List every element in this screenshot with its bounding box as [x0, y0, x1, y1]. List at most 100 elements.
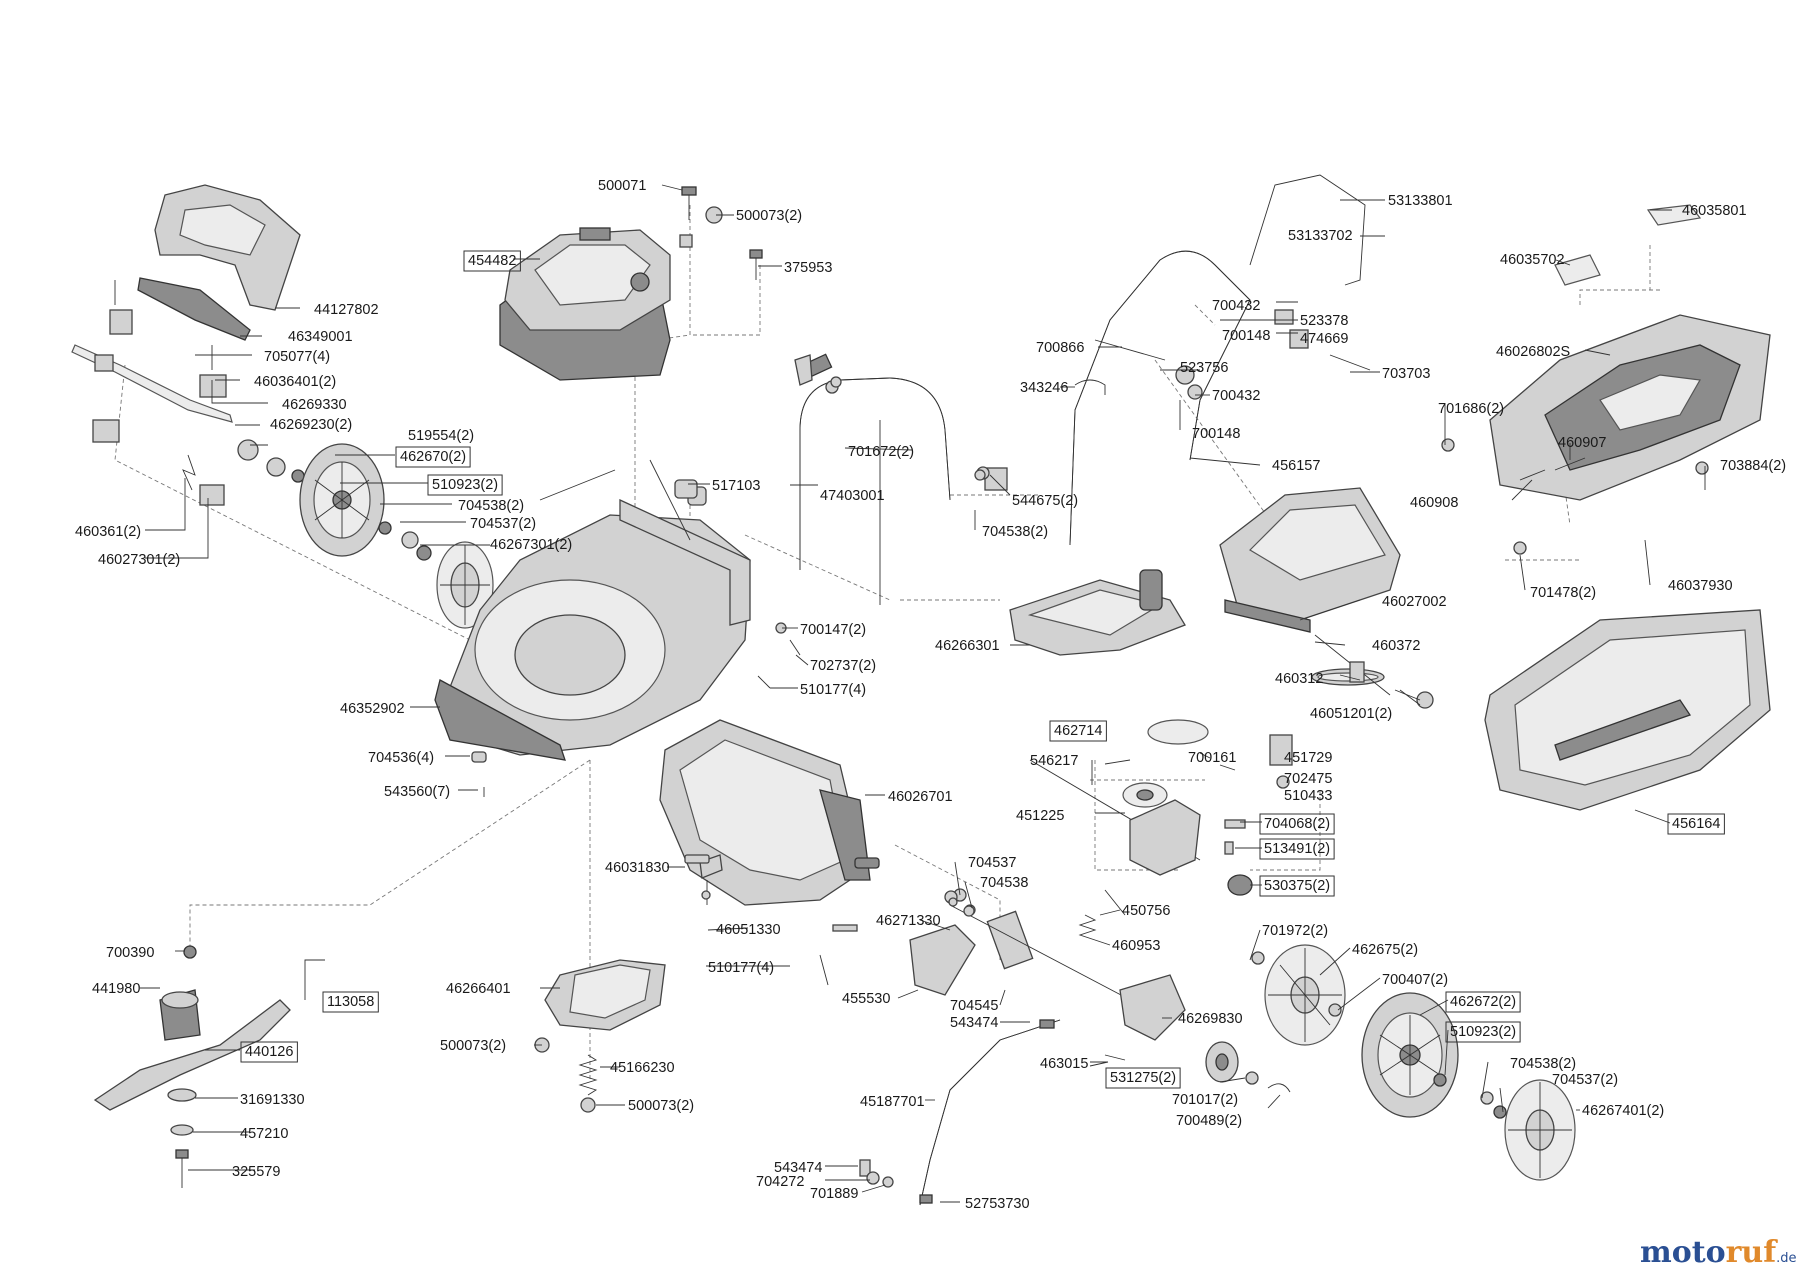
part-label[interactable]: 460953 [1112, 938, 1160, 954]
part-label[interactable]: 701478(2) [1530, 585, 1596, 601]
part-label[interactable]: 46035801 [1682, 203, 1747, 219]
part-label[interactable]: 701972(2) [1262, 923, 1328, 939]
part-label[interactable]: 460908 [1410, 495, 1458, 511]
part-label[interactable]: 451225 [1016, 808, 1064, 824]
part-label[interactable]: 113058 [327, 994, 374, 1010]
part-label[interactable]: 46027301(2) [98, 552, 180, 568]
part-label[interactable]: 543474 [950, 1015, 998, 1031]
part-label[interactable]: 456157 [1272, 458, 1320, 474]
part-label[interactable]: 460312 [1275, 671, 1323, 687]
part-label[interactable]: 510177(4) [800, 682, 866, 698]
part-label[interactable]: 441980 [92, 981, 140, 997]
part-label[interactable]: 46269230(2) [270, 417, 352, 433]
part-label[interactable]: 704538(2) [458, 498, 524, 514]
part-label[interactable]: 704537(2) [470, 516, 536, 532]
part-label[interactable]: 704068(2) [1264, 816, 1330, 832]
part-label[interactable]: 463015 [1040, 1056, 1088, 1072]
part-label[interactable]: 53133801 [1388, 193, 1453, 209]
part-label[interactable]: 704538(2) [1510, 1056, 1576, 1072]
part-label[interactable]: 500073(2) [736, 208, 802, 224]
part-label[interactable]: 543560(7) [384, 784, 450, 800]
part-label[interactable]: 510433 [1284, 788, 1332, 804]
part-label[interactable]: 46051201(2) [1310, 706, 1392, 722]
part-label[interactable]: 456164 [1672, 816, 1720, 832]
part-label[interactable]: 701686(2) [1438, 401, 1504, 417]
part-label[interactable]: 700432 [1212, 388, 1260, 404]
part-label[interactable]: 700161 [1188, 750, 1236, 766]
part-label[interactable]: 523756 [1180, 360, 1228, 376]
part-label[interactable]: 46269330 [282, 397, 347, 413]
part-label[interactable]: 510923(2) [432, 477, 498, 493]
part-label[interactable]: 460372 [1372, 638, 1420, 654]
part-label[interactable]: 702475 [1284, 771, 1332, 787]
part-label[interactable]: 45187701 [860, 1094, 925, 1110]
part-label[interactable]: 700147(2) [800, 622, 866, 638]
part-label[interactable]: 701672(2) [848, 444, 914, 460]
part-label[interactable]: 704538 [980, 875, 1028, 891]
part-label[interactable]: 462670(2) [400, 449, 466, 465]
part-label[interactable]: 45166230 [610, 1060, 675, 1076]
part-label[interactable]: 500073(2) [628, 1098, 694, 1114]
part-label[interactable]: 704538(2) [982, 524, 1048, 540]
part-label[interactable]: 375953 [784, 260, 832, 276]
part-label[interactable]: 703703 [1382, 366, 1430, 382]
part-label[interactable]: 704537 [968, 855, 1016, 871]
part-label[interactable]: 700489(2) [1176, 1113, 1242, 1129]
part-label[interactable]: 700148 [1192, 426, 1240, 442]
part-label[interactable]: 52753730 [965, 1196, 1030, 1212]
part-label[interactable]: 544675(2) [1012, 493, 1078, 509]
part-label[interactable]: 500073(2) [440, 1038, 506, 1054]
part-label[interactable]: 46352902 [340, 701, 405, 717]
part-label[interactable]: 531275(2) [1110, 1070, 1176, 1086]
part-label[interactable]: 455530 [842, 991, 890, 1007]
part-label[interactable]: 700432 [1212, 298, 1260, 314]
part-label[interactable]: 462714 [1054, 723, 1102, 739]
part-label[interactable]: 704545 [950, 998, 998, 1014]
part-label[interactable]: 460907 [1558, 435, 1606, 451]
part-label[interactable]: 46267301(2) [490, 537, 572, 553]
part-label[interactable]: 46026701 [888, 789, 953, 805]
part-label[interactable]: 704537(2) [1552, 1072, 1618, 1088]
part-label[interactable]: 462675(2) [1352, 942, 1418, 958]
part-label[interactable]: 46269830 [1178, 1011, 1243, 1027]
part-label[interactable]: 46349001 [288, 329, 353, 345]
part-label[interactable]: 543474 [774, 1160, 822, 1176]
part-label[interactable]: 523378 [1300, 313, 1348, 329]
part-label[interactable]: 510923(2) [1450, 1024, 1516, 1040]
part-label[interactable]: 700407(2) [1382, 972, 1448, 988]
part-label[interactable]: 46051330 [716, 922, 781, 938]
part-label[interactable]: 474669 [1300, 331, 1348, 347]
part-label[interactable]: 519554(2) [408, 428, 474, 444]
part-label[interactable]: 343246 [1020, 380, 1068, 396]
part-label[interactable]: 460361(2) [75, 524, 141, 540]
part-label[interactable]: 702737(2) [810, 658, 876, 674]
part-label[interactable]: 704272 [756, 1174, 804, 1190]
part-label[interactable]: 701017(2) [1172, 1092, 1238, 1108]
part-label[interactable]: 46031830 [605, 860, 670, 876]
part-label[interactable]: 517103 [712, 478, 760, 494]
part-label[interactable]: 46036401(2) [254, 374, 336, 390]
part-label[interactable]: 546217 [1030, 753, 1078, 769]
part-label[interactable]: 450756 [1122, 903, 1170, 919]
part-label[interactable]: 510177(4) [708, 960, 774, 976]
part-label[interactable]: 700148 [1222, 328, 1270, 344]
part-label[interactable]: 703884(2) [1720, 458, 1786, 474]
part-label[interactable]: 701889 [810, 1186, 858, 1202]
part-label[interactable]: 46037930 [1668, 578, 1733, 594]
part-label[interactable]: 46266301 [935, 638, 1000, 654]
part-label[interactable]: 47403001 [820, 488, 885, 504]
part-label[interactable]: 704536(4) [368, 750, 434, 766]
part-label[interactable]: 46267401(2) [1582, 1103, 1664, 1119]
part-label[interactable]: 440126 [245, 1044, 293, 1060]
part-label[interactable]: 46035702 [1500, 252, 1565, 268]
part-label[interactable]: 457210 [240, 1126, 288, 1142]
part-label[interactable]: 700866 [1036, 340, 1084, 356]
part-label[interactable]: 700390 [106, 945, 154, 961]
part-label[interactable]: 451729 [1284, 750, 1332, 766]
part-label[interactable]: 454482 [468, 253, 516, 269]
part-label[interactable]: 513491(2) [1264, 841, 1330, 857]
part-label[interactable]: 31691330 [240, 1092, 305, 1108]
part-label[interactable]: 44127802 [314, 302, 379, 318]
part-label[interactable]: 46026802S [1496, 344, 1570, 360]
part-label[interactable]: 705077(4) [264, 349, 330, 365]
